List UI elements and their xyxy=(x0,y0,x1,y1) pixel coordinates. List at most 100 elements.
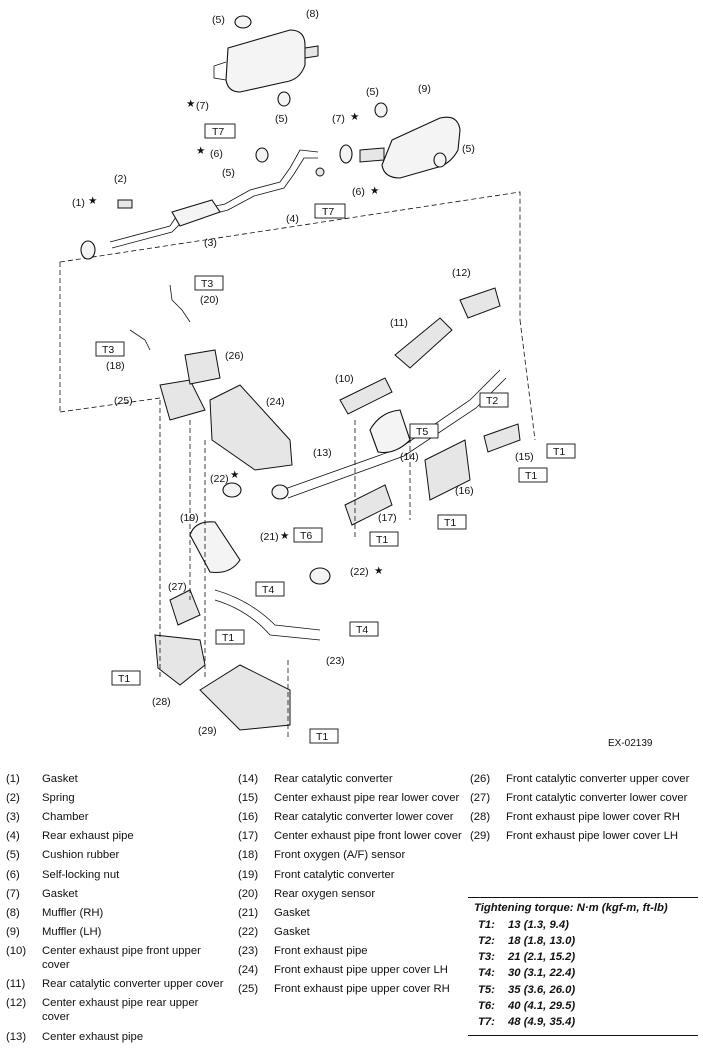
torque-tag-t1e: T1 xyxy=(215,629,245,645)
torque-tag-t4a: T4 xyxy=(255,581,285,597)
torque-value: 21 (2.1, 15.2) xyxy=(508,951,576,964)
svg-text:T3: T3 xyxy=(201,278,213,290)
legend-text: Front exhaust pipe xyxy=(274,944,368,957)
legend-num: (26) xyxy=(470,773,491,785)
legend-num: (7) xyxy=(6,887,20,900)
front-exhaust-pipe-upper-cover-rh xyxy=(159,379,206,421)
svg-text:T4: T4 xyxy=(262,584,274,596)
torque-row: T1: 13 (1.3, 9.4) xyxy=(468,918,698,932)
torque-row: T6:40 (4.1, 29.5) xyxy=(468,999,698,1013)
svg-text:T1: T1 xyxy=(118,673,130,685)
torque-tag-t1g: T1 xyxy=(309,728,339,744)
callout-23: (23) xyxy=(326,655,345,667)
legend-column-3: (26)Front catalytic converter upper cove… xyxy=(470,772,698,848)
legend-item: (13)Center exhaust pipe xyxy=(6,1030,226,1044)
callout-22a: (22) xyxy=(210,473,229,485)
torque-tag-t3a: T3 xyxy=(194,275,224,291)
star-mark-7b: ★ xyxy=(350,111,360,123)
front-catalytic-converter xyxy=(189,521,241,574)
legend-item: (14)Rear catalytic converter xyxy=(238,772,466,786)
legend-text: Front catalytic converter lower cover xyxy=(506,792,688,805)
svg-text:T1: T1 xyxy=(222,632,234,644)
callout-18: (18) xyxy=(106,360,125,372)
callout-22b: (22) xyxy=(350,566,369,578)
legend-num: (17) xyxy=(238,830,259,843)
torque-tag-t5: T5 xyxy=(409,423,439,439)
torque-key: T3: xyxy=(478,951,495,964)
legend-num: (25) xyxy=(238,983,259,996)
legend-item: (27)Front catalytic converter lower cove… xyxy=(470,791,698,805)
gasket-22a xyxy=(222,482,242,498)
front-cat-upper-cover xyxy=(184,349,221,385)
legend-item: (8)Muffler (RH) xyxy=(6,906,226,920)
legend-item: (2)Spring xyxy=(6,791,226,805)
star-mark-7a: ★ xyxy=(186,98,196,110)
front-exhaust-pipe xyxy=(214,589,321,631)
legend-item: (11)Rear catalytic converter upper cover xyxy=(6,977,226,991)
torque-tag-t3b: T3 xyxy=(95,341,125,357)
legend-text: Self-locking nut xyxy=(42,868,120,881)
legend-num: (1) xyxy=(6,773,20,785)
callout-5a: (5) xyxy=(212,14,225,26)
legend-num: (13) xyxy=(6,1030,27,1043)
callout-13: (13) xyxy=(313,447,332,459)
torque-tag-t4b: T4 xyxy=(349,621,379,637)
torque-key: T7: xyxy=(478,1015,495,1028)
callout-6b: (6) xyxy=(352,186,365,198)
svg-text:T2: T2 xyxy=(486,395,498,407)
legend-text: Rear catalytic converter upper cover xyxy=(42,978,224,991)
callout-14: (14) xyxy=(400,451,419,463)
torque-value: 40 (4.1, 29.5) xyxy=(508,999,576,1012)
torque-value: 18 (1.8, 13.0) xyxy=(508,935,576,948)
legend-item: (23)Front exhaust pipe xyxy=(238,944,466,958)
legend-item: (9)Muffler (LH) xyxy=(6,925,226,939)
svg-text:T1: T1 xyxy=(525,470,537,482)
svg-text:T1: T1 xyxy=(553,446,565,458)
torque-value: 13 (1.3, 9.4) xyxy=(508,919,569,932)
callout-7b: (7) xyxy=(332,113,345,125)
callout-17: (17) xyxy=(378,512,397,524)
cushion-rubber-b xyxy=(277,91,291,107)
callout-21: (21) xyxy=(260,531,279,543)
legend-num: (14) xyxy=(238,773,259,785)
callout-5d: (5) xyxy=(222,167,235,179)
legend-text: Front exhaust pipe lower cover LH xyxy=(506,830,679,843)
legend-text: Cushion rubber xyxy=(42,849,120,862)
legend-num: (19) xyxy=(238,868,259,881)
callout-8: (8) xyxy=(306,8,319,20)
torque-key: T1: xyxy=(478,919,495,932)
legend-item: (6)Self-locking nut xyxy=(6,868,226,882)
legend-text: Front exhaust pipe upper cover RH xyxy=(274,983,450,996)
rear-cat-lower-cover xyxy=(424,439,471,501)
callout-11: (11) xyxy=(390,317,408,329)
callout-5b: (5) xyxy=(366,86,379,98)
callout-10: (10) xyxy=(335,373,354,385)
cushion-rubber-e xyxy=(433,152,447,168)
callout-26: (26) xyxy=(225,350,244,362)
torque-tag-t6: T6 xyxy=(293,527,323,543)
assembly-frame xyxy=(59,191,521,320)
star-mark-1: ★ xyxy=(88,195,98,207)
torque-tag-t1d: T1 xyxy=(369,531,399,547)
legend-item: (16)Rear catalytic converter lower cover xyxy=(238,810,466,824)
legend-num: (22) xyxy=(238,925,259,938)
legend-item: (28)Front exhaust pipe lower cover RH xyxy=(470,810,698,824)
legend-num: (21) xyxy=(238,906,259,919)
cushion-rubber-d xyxy=(374,102,388,118)
torque-row: T3: 21 (2.1, 15.2) xyxy=(468,950,698,964)
torque-key: T4: xyxy=(478,967,495,980)
legend-item: (15)Center exhaust pipe rear lower cover xyxy=(238,791,466,805)
legend-item: (21)Gasket xyxy=(238,906,466,920)
front-exhaust-pipe-lower-cover-lh xyxy=(199,664,291,731)
legend-text: Center exhaust pipe front upper cover xyxy=(42,944,201,972)
muffler-lh xyxy=(359,116,461,179)
torque-table-header: Tightening torque: N·m (kgf-m, ft-lb) xyxy=(474,902,668,914)
legend-text: Front catalytic converter xyxy=(274,868,395,881)
cushion-rubber-a xyxy=(234,15,252,29)
legend-item: (24)Front exhaust pipe upper cover LH xyxy=(238,963,466,977)
legend-text: Center exhaust pipe front lower cover xyxy=(274,830,462,843)
torque-tag-t1f: T1 xyxy=(111,670,141,686)
legend-item: (3)Chamber xyxy=(6,810,226,824)
star-mark-21: ★ xyxy=(280,530,290,542)
legend-text: Rear oxygen sensor xyxy=(274,887,376,900)
